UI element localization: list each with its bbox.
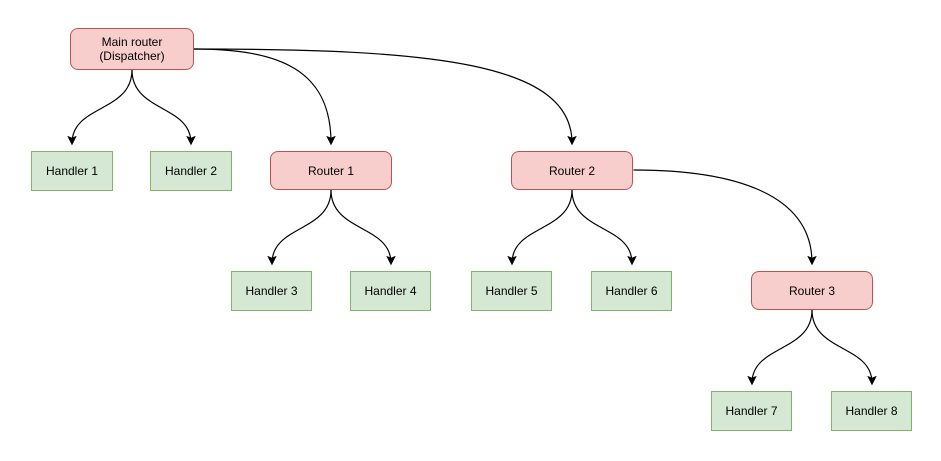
node-handler-5[interactable]: Handler 5 bbox=[471, 271, 552, 311]
node-handler-7[interactable]: Handler 7 bbox=[711, 391, 792, 431]
node-label-handler-6: Handler 6 bbox=[605, 284, 658, 298]
edge-paths bbox=[67, 48, 877, 386]
edge-router-3-to-handler-7 bbox=[747, 309, 813, 386]
node-label-handler-7: Handler 7 bbox=[725, 404, 778, 418]
node-handler-6[interactable]: Handler 6 bbox=[591, 271, 672, 311]
node-router-3[interactable]: Router 3 bbox=[751, 271, 873, 310]
node-main-router[interactable]: Main router (Dispatcher) bbox=[70, 28, 194, 70]
node-label-router-3: Router 3 bbox=[788, 283, 836, 298]
node-handler-8[interactable]: Handler 8 bbox=[831, 391, 912, 431]
edge-router-2-to-handler-6 bbox=[571, 189, 637, 266]
node-router-1[interactable]: Router 1 bbox=[270, 151, 392, 190]
edge-router-3-to-handler-8 bbox=[811, 309, 877, 386]
node-label-main-router: Main router (Dispatcher) bbox=[99, 35, 165, 63]
edge-main-to-handler-1 bbox=[67, 69, 133, 146]
node-label-handler-8: Handler 8 bbox=[845, 404, 898, 418]
node-handler-3[interactable]: Handler 3 bbox=[231, 271, 312, 311]
node-handler-4[interactable]: Handler 4 bbox=[350, 271, 431, 311]
node-label-handler-3: Handler 3 bbox=[245, 284, 298, 298]
node-label-handler-5: Handler 5 bbox=[485, 284, 538, 298]
node-label-handler-4: Handler 4 bbox=[364, 284, 417, 298]
node-handler-2[interactable]: Handler 2 bbox=[150, 151, 232, 191]
edge-main-to-router-2 bbox=[193, 48, 577, 146]
edge-router-2-to-router-3 bbox=[633, 169, 817, 266]
node-handler-1[interactable]: Handler 1 bbox=[31, 151, 113, 191]
node-router-2[interactable]: Router 2 bbox=[511, 151, 633, 190]
node-label-handler-1: Handler 1 bbox=[45, 164, 99, 178]
node-label-handler-2: Handler 2 bbox=[164, 164, 218, 178]
edge-router-1-to-handler-3 bbox=[267, 189, 332, 266]
node-label-router-1: Router 1 bbox=[307, 163, 355, 178]
node-label-router-2: Router 2 bbox=[548, 163, 596, 178]
edge-main-to-handler-2 bbox=[131, 69, 196, 146]
edge-router-1-to-handler-4 bbox=[330, 189, 396, 266]
edge-main-to-router-1 bbox=[193, 48, 336, 146]
edge-router-2-to-handler-5 bbox=[507, 189, 573, 266]
